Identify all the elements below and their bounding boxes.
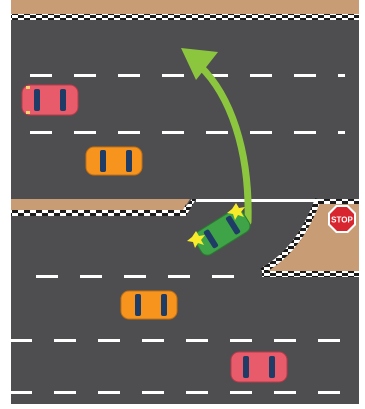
lane-dash xyxy=(250,74,272,77)
lane-dash xyxy=(162,131,184,134)
lane-dash xyxy=(74,74,96,77)
lane-dash xyxy=(74,131,96,134)
orange-car-upper xyxy=(86,147,142,175)
lane-dash xyxy=(124,275,146,278)
lane-dash xyxy=(294,131,316,134)
lane-dash xyxy=(30,131,52,134)
curb-corner-bottom xyxy=(262,271,359,277)
lane-dash xyxy=(186,339,208,342)
lane-dash xyxy=(168,275,190,278)
lane-dash xyxy=(36,275,58,278)
lane-dash xyxy=(318,391,340,394)
lane-dash xyxy=(30,74,52,77)
lane-dash xyxy=(54,391,76,394)
lane-dash xyxy=(338,131,345,134)
lane-dash xyxy=(186,391,208,394)
red-car-bottom-right xyxy=(231,352,287,382)
orange-car-lower xyxy=(121,291,177,319)
lane-dash xyxy=(142,339,164,342)
lane-dash xyxy=(250,131,272,134)
lane-solid-line xyxy=(196,199,318,202)
lane-dash xyxy=(274,391,296,394)
ground-top xyxy=(11,0,359,14)
lane-dash xyxy=(274,339,296,342)
lane-dash xyxy=(142,391,164,394)
lane-dash xyxy=(212,275,234,278)
lane-dash xyxy=(10,339,32,342)
lane-dash xyxy=(98,339,120,342)
stop-sign: STOP xyxy=(328,205,356,233)
lane-dash xyxy=(230,339,252,342)
curb-top xyxy=(11,14,359,20)
lane-dash xyxy=(118,74,140,77)
lane-dash xyxy=(98,391,120,394)
lane-dash xyxy=(294,74,316,77)
stop-sign-label: STOP xyxy=(331,216,353,225)
lane-dash xyxy=(162,74,184,77)
lane-dash xyxy=(206,131,228,134)
red-car-top-left xyxy=(22,85,78,115)
lane-dash xyxy=(54,339,76,342)
lane-dash xyxy=(80,275,102,278)
lane-dash xyxy=(118,131,140,134)
ground-median xyxy=(11,199,190,210)
lane-dash xyxy=(230,391,252,394)
lane-dash xyxy=(338,74,345,77)
lane-dash xyxy=(10,391,32,394)
curb-corner-top xyxy=(318,199,359,204)
lane-dash xyxy=(318,339,340,342)
